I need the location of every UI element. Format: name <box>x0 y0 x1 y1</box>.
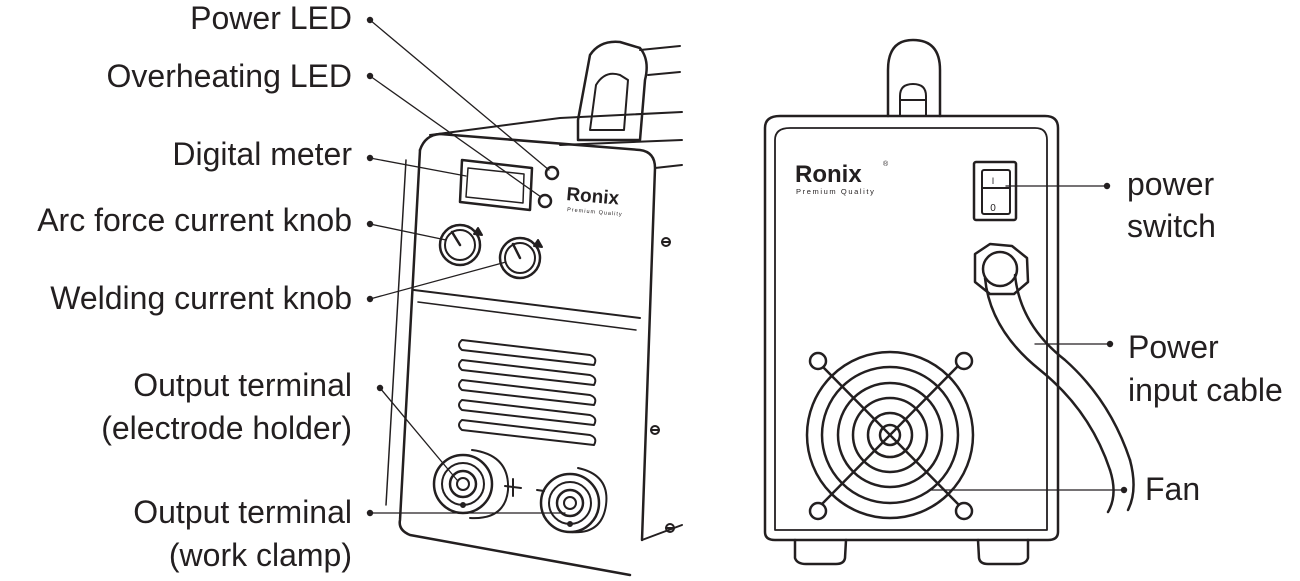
back-leader-dots <box>1103 182 1128 494</box>
power-switch[interactable] <box>972 160 1018 222</box>
welding-current-knob-label: Welding current knob <box>50 280 352 316</box>
power-led-label: Power LED <box>190 0 352 36</box>
front-brand-tagline: Premium Quality <box>567 207 623 218</box>
front-brand-logo: Ronix Premium Quality <box>566 184 623 218</box>
digital-meter <box>458 158 534 212</box>
back-brand-registered: ® <box>883 160 889 168</box>
back-leader-lines <box>929 185 1125 491</box>
output-terminal-clamp[interactable] <box>539 467 608 534</box>
front-brand-name: Ronix <box>566 184 621 210</box>
output-terminal-clamp-label-line2: (work clamp) <box>168 537 352 573</box>
front-welder-body <box>385 40 683 577</box>
output-terminal-electrode-label-line2: (electrode holder) <box>101 410 352 446</box>
power-cable-label-line2: input cable <box>1128 372 1283 408</box>
output-terminal-electrode-label-line1: Output terminal <box>133 367 352 403</box>
overheating-led-label: Overheating LED <box>106 58 352 94</box>
overheating-led <box>537 193 553 209</box>
power-cable-label-line1: Power <box>1128 329 1219 365</box>
fan <box>805 350 975 521</box>
power-switch-label-line2: switch <box>1127 208 1216 244</box>
front-leader-dots <box>366 16 384 517</box>
switch-off-mark: 0 <box>990 203 996 214</box>
back-brand-tagline: Premium Quality <box>796 187 875 196</box>
back-brand-logo: Ronix ® Premium Quality <box>795 160 889 196</box>
back-brand-name: Ronix <box>795 161 862 188</box>
terminal-plus-mark <box>504 478 522 497</box>
digital-meter-label: Digital meter <box>172 136 352 172</box>
arc-force-knob-label: Arc force current knob <box>37 202 352 238</box>
power-switch-label-line1: power <box>1127 166 1215 202</box>
terminal-minus-mark <box>536 489 545 492</box>
output-terminal-electrode[interactable] <box>432 449 510 520</box>
welding-current-knob[interactable] <box>498 236 543 280</box>
arc-force-knob[interactable] <box>438 223 483 267</box>
power-input-cable <box>973 242 1135 514</box>
back-welder-body <box>763 38 1060 566</box>
output-terminal-clamp-label-line1: Output terminal <box>133 494 352 530</box>
switch-on-mark: I <box>992 176 995 186</box>
power-led <box>544 165 560 181</box>
front-leader-lines <box>369 19 566 514</box>
fan-label: Fan <box>1145 471 1201 507</box>
